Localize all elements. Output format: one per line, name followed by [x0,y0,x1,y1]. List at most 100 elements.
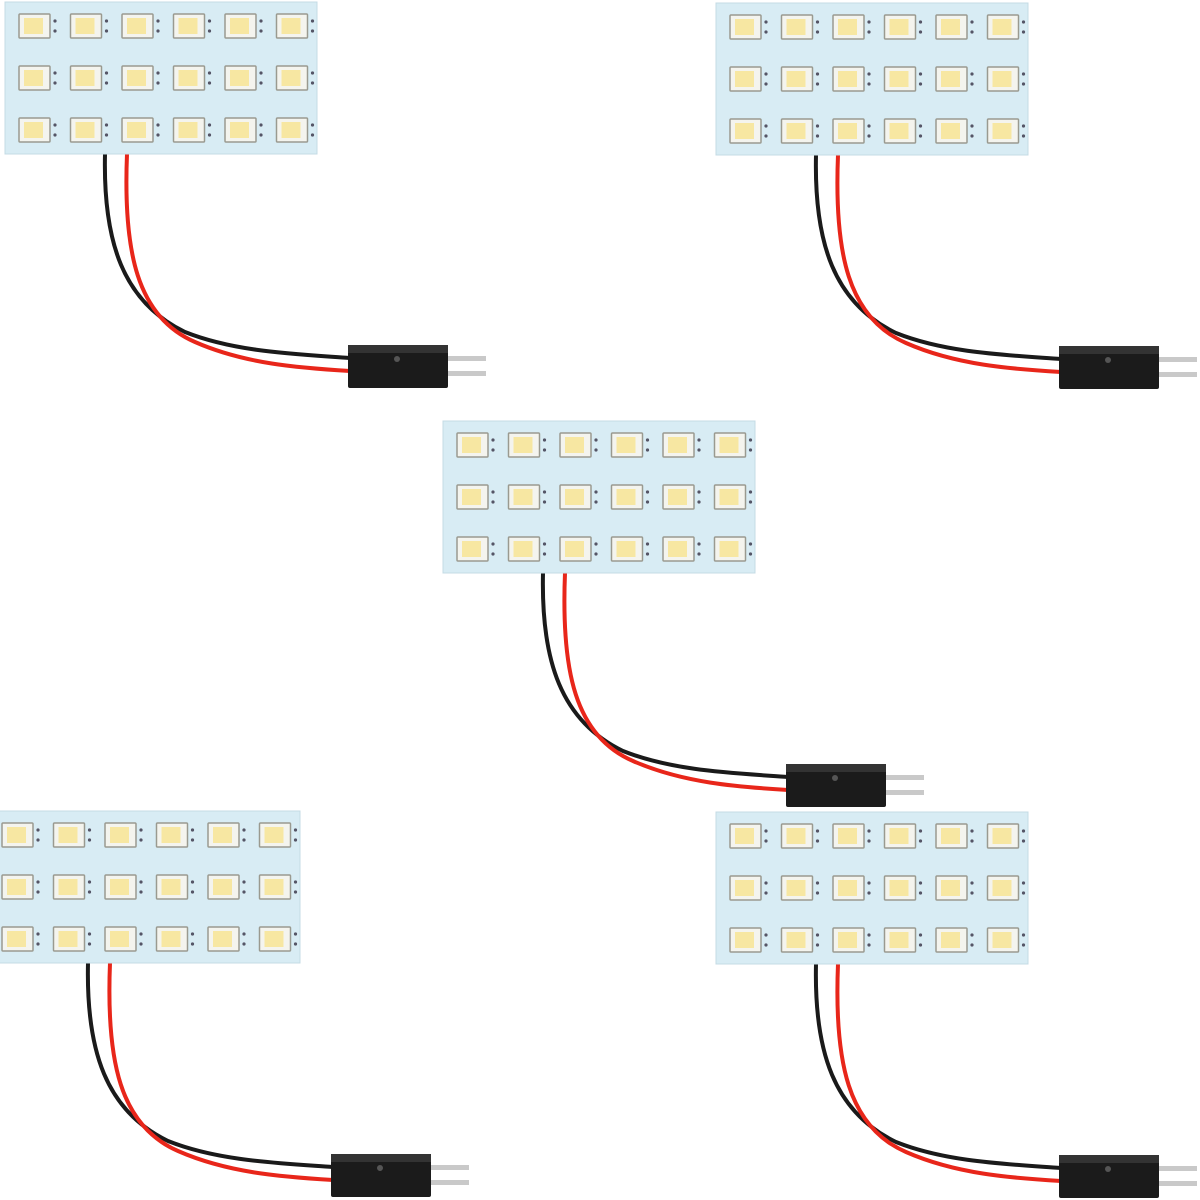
smd-led [832,927,871,953]
smd-led [986,875,1026,901]
smd-led [559,484,598,510]
smd-led [883,875,923,901]
smd-led [207,822,246,848]
smd-led [69,13,109,39]
smd-led [104,822,143,848]
pin [1159,357,1197,362]
smd-led [986,14,1026,40]
smd-led [121,117,160,143]
smd-led [662,484,701,510]
red-wire [124,153,351,373]
smd-led [155,822,195,848]
smd-led [883,14,923,40]
smd-led [18,117,57,143]
pin [431,1180,469,1185]
led-panel [0,810,469,1197]
smd-led [258,822,298,848]
pin [1159,372,1197,377]
connector-plug [1059,346,1197,389]
smd-led [780,118,820,144]
circuit-board [0,810,301,964]
led-panel [442,420,924,807]
smd-led [224,13,263,39]
smd-led [559,432,598,458]
smd-led [69,117,109,143]
smd-led [52,822,92,848]
smd-led [986,66,1026,92]
led-panel [715,2,1197,389]
smd-led [172,65,212,91]
connector-plug [331,1154,469,1197]
smd-led [155,926,195,952]
smd-led [224,65,263,91]
smd-led [986,927,1026,953]
circuit-board [715,2,1029,156]
smd-led [883,823,923,849]
led-panel [715,811,1197,1198]
smd-led [121,13,160,39]
smd-led [18,65,57,91]
smd-led [935,14,974,40]
smd-led [935,927,974,953]
smd-led [258,874,298,900]
smd-led [780,823,820,849]
smd-led [832,823,871,849]
smd-led [713,432,753,458]
smd-led [275,13,315,39]
pin [886,790,924,795]
black-wire [813,154,1062,361]
black-wire [102,153,351,360]
smd-led [986,118,1026,144]
smd-led [104,874,143,900]
smd-led [713,536,753,562]
smd-led [713,484,753,510]
pin [1159,1166,1197,1171]
black-wire [540,572,789,779]
smd-led [104,926,143,952]
smd-led [1,926,40,952]
smd-led [258,926,298,952]
smd-led [207,874,246,900]
smd-led [1,874,40,900]
pin [886,775,924,780]
black-wire [813,963,1062,1170]
circuit-board [442,420,756,574]
smd-led [207,926,246,952]
smd-led [559,536,598,562]
smd-led [780,66,820,92]
smd-led [456,484,495,510]
smd-led [172,13,212,39]
smd-led [832,118,871,144]
smd-led [729,823,768,849]
smd-led [610,536,650,562]
connector-plug [348,345,486,388]
smd-led [832,66,871,92]
smd-led [18,13,57,39]
smd-led [883,66,923,92]
smd-led [275,65,315,91]
smd-led [662,536,701,562]
smd-led [507,484,547,510]
connector-plug [1059,1155,1197,1198]
smd-led [155,874,195,900]
led-panel [4,1,486,388]
red-wire [562,572,789,792]
smd-led [986,823,1026,849]
pin [1159,1181,1197,1186]
smd-led [780,927,820,953]
smd-led [1,822,40,848]
smd-led [883,118,923,144]
smd-led [780,14,820,40]
smd-led [610,432,650,458]
smd-led [780,875,820,901]
smd-led [121,65,160,91]
red-wire [835,154,1062,374]
pin [431,1165,469,1170]
smd-led [507,536,547,562]
smd-led [729,14,768,40]
smd-led [610,484,650,510]
smd-led [172,117,212,143]
red-wire [107,962,334,1182]
smd-led [456,432,495,458]
